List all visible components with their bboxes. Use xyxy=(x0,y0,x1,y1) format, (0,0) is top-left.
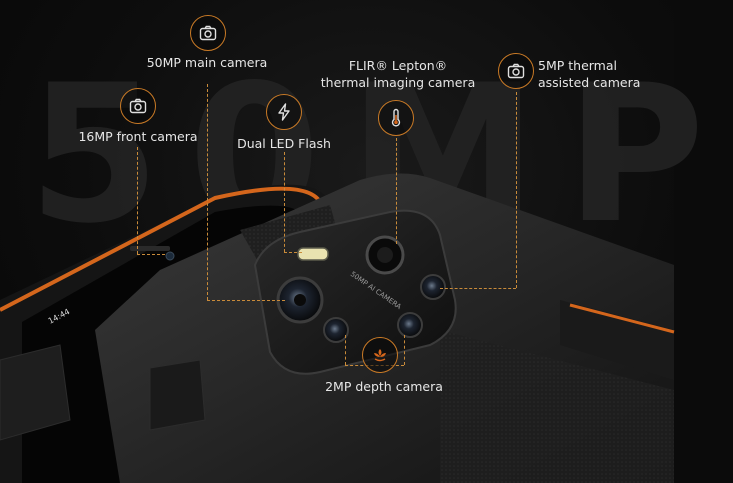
label-flash: Dual LED Flash xyxy=(237,136,331,151)
leader-main-camera-h xyxy=(207,300,285,301)
label-thermal-line2: assisted camera xyxy=(538,75,641,90)
flower-icon xyxy=(362,337,398,373)
leader-thermal xyxy=(516,92,517,288)
leader-flash xyxy=(284,152,285,252)
product-feature-image: 50MP xyxy=(0,0,705,483)
label-depth-camera: 2MP depth camera xyxy=(325,379,443,394)
leader-flir xyxy=(396,138,397,244)
leader-front-camera-h xyxy=(137,254,165,255)
phone-illustration: 50MP AI CAMERA 14:44 xyxy=(0,173,675,483)
leader-depth-right xyxy=(404,335,405,365)
leader-depth-left xyxy=(345,335,346,365)
thermometer-icon xyxy=(378,100,414,136)
camera-icon xyxy=(498,53,534,89)
leader-main-camera xyxy=(207,84,208,300)
label-main-camera: 50MP main camera xyxy=(146,55,268,70)
flash-icon xyxy=(266,94,302,130)
leader-thermal-h xyxy=(440,288,516,289)
label-thermal: 5MP thermal assisted camera xyxy=(538,57,642,91)
leader-flash-h xyxy=(284,252,302,253)
camera-icon xyxy=(190,15,226,51)
label-thermal-line1: 5MP thermal xyxy=(538,58,617,73)
label-flir: FLIR® Lepton® thermal imaging camera xyxy=(318,57,478,91)
label-flir-line1: FLIR® Lepton® xyxy=(348,58,448,73)
back-phone: 50MP AI CAMERA xyxy=(95,173,675,483)
leader-front-camera xyxy=(137,147,138,254)
label-front-camera: 16MP front camera xyxy=(78,129,198,144)
label-flir-line2: thermal imaging camera xyxy=(320,75,476,90)
camera-icon xyxy=(120,88,156,124)
